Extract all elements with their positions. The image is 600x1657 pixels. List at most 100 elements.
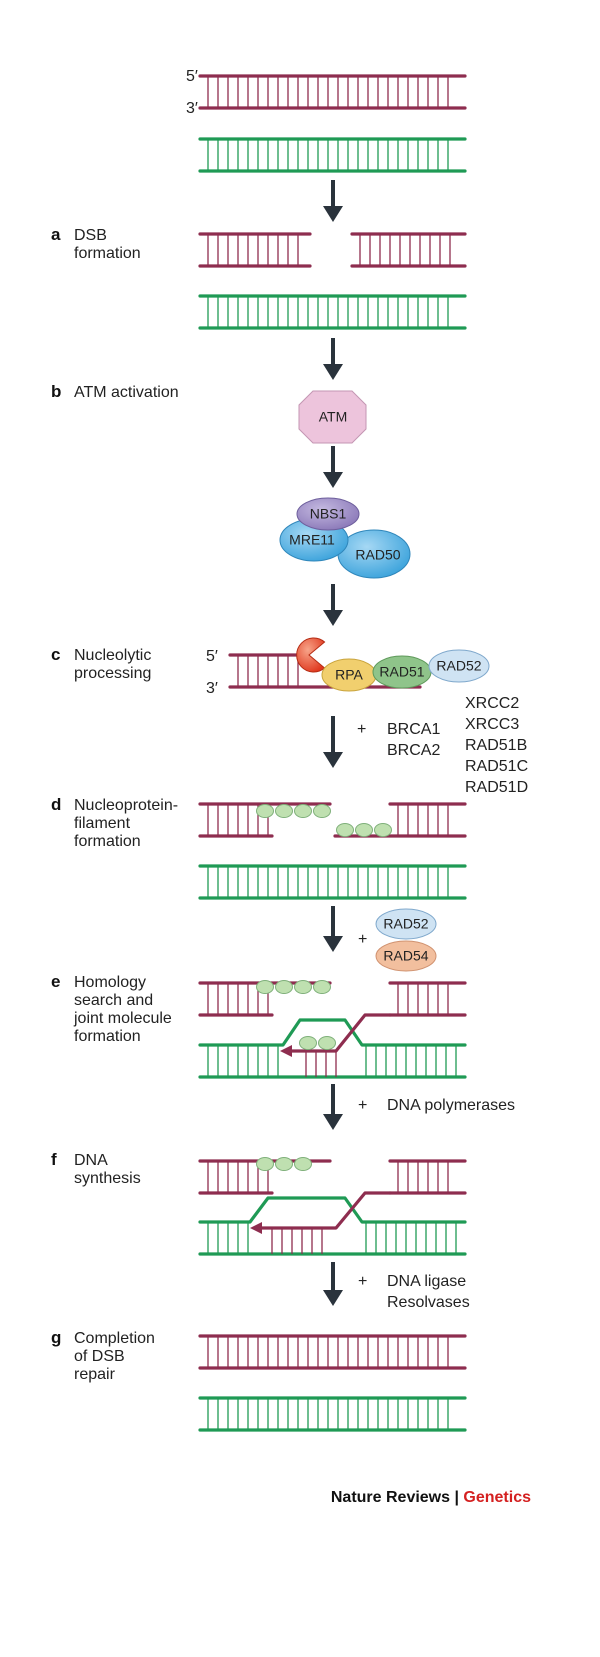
e-filament-sphere [294,980,312,994]
svg-text:d: d [51,795,61,814]
nbs1-protein [296,497,360,531]
arrow-to-c-head [323,610,343,626]
filament-layer [256,804,392,1171]
svg-text:g: g [51,1328,61,1347]
c-three-prime-label: 3′ [206,680,218,697]
rpa-protein: RPA [321,658,377,692]
paralog-rad51b: RAD51B [465,737,527,754]
svg-text:filament: filament [74,815,131,832]
svg-text:repair: repair [74,1366,116,1383]
svg-text:RPA: RPA [335,667,363,683]
svg-text:DNA: DNA [74,1152,108,1169]
e-filament-sphere [313,980,331,994]
svg-text:formation: formation [74,1028,141,1045]
e-filament-sphere [275,980,293,994]
e-invasion-arrowhead [280,1045,292,1057]
factor-dna-ligase: DNA ligase [387,1273,466,1290]
factor-dna-polymerases: DNA polymerases [387,1097,515,1114]
arrow-to-b-head [323,364,343,380]
f-filament-sphere [256,1157,274,1171]
f-filament-sphere [294,1157,312,1171]
svg-text:c: c [51,645,60,664]
arrow-to-f-head [323,1114,343,1130]
plus-sign-d: + [358,931,367,948]
e-filament-sphere [256,980,274,994]
d-filament-sphere [275,804,293,818]
paralog-rad51c: RAD51C [465,758,528,775]
svg-text:RAD52: RAD52 [383,916,428,932]
d-filament-sphere [355,823,373,837]
paralog-xrcc3: XRCC3 [465,716,519,733]
c-five-prime-label: 5′ [206,648,218,665]
plus-sign-f: + [358,1273,367,1290]
paralog-rad51d: RAD51D [465,779,528,796]
atm-protein: ATM [298,390,367,444]
e-filament-sphere [299,1036,317,1050]
svg-text:joint molecule: joint molecule [73,1010,172,1027]
svg-text:a: a [51,225,61,244]
rad51-protein: RAD51 [372,655,432,689]
three-prime-label: 3′ [186,100,198,117]
svg-text:NBS1: NBS1 [310,506,347,522]
nuclease-icon [296,637,326,673]
step-a-label: a DSB formation [51,225,141,262]
mrn-complex: RAD50 MRE11 NBS1 [279,497,411,579]
svg-text:synthesis: synthesis [74,1170,141,1187]
arrow-to-e-head [323,936,343,952]
factor-brca1: BRCA1 [387,721,440,738]
svg-text:processing: processing [74,665,151,682]
svg-text:ATM: ATM [319,409,348,425]
svg-text:Nucleoprotein-: Nucleoprotein- [74,797,178,814]
svg-text:formation: formation [74,245,141,262]
e-invading-strand [288,1013,392,1053]
f-displaced-strand [198,1196,467,1224]
step-e-label: e Homology search and joint molecule for… [51,972,172,1045]
journal-section: Genetics [463,1489,531,1506]
svg-text:Nucleolytic: Nucleolytic [74,647,151,664]
svg-text:e: e [51,972,60,991]
f-synthesis-arrowhead [250,1222,262,1234]
step-b-label: b ATM activation [51,382,179,401]
arrow-mrn-head [323,472,343,488]
svg-text:RAD51: RAD51 [379,664,424,680]
plus-sign-c: + [357,721,366,738]
arrow-to-g-head [323,1290,343,1306]
rad52-protein-e: RAD52 [375,908,437,940]
d-filament-sphere [374,823,392,837]
svg-text:of DSB: of DSB [74,1348,125,1365]
svg-text:ATM activation: ATM activation [74,384,179,401]
svg-text:Completion: Completion [74,1330,155,1347]
f-extended-strand [260,1191,392,1230]
d-filament-sphere [336,823,354,837]
plus-sign-e: + [358,1097,367,1114]
d-filament-sphere [256,804,274,818]
svg-text:MRE11: MRE11 [289,532,335,548]
arrow-to-a-head [323,206,343,222]
svg-text:b: b [51,382,61,401]
dna-layer [198,74,467,1432]
svg-text:RAD52: RAD52 [436,658,481,674]
paralog-xrcc2: XRCC2 [465,695,519,712]
svg-text:formation: formation [74,833,141,850]
step-c-label: c Nucleolytic processing [51,645,151,682]
factor-brca2: BRCA2 [387,742,440,759]
svg-text:f: f [51,1150,57,1169]
svg-text:DSB: DSB [74,227,107,244]
journal-credit: Nature Reviews | Genetics [331,1489,531,1506]
svg-text:search and: search and [74,992,153,1009]
factor-resolvases: Resolvases [387,1294,470,1311]
f-filament-sphere [275,1157,293,1171]
e-filament-sphere [318,1036,336,1050]
e-displaced-strand [198,1018,467,1047]
arrow-to-d-head [323,752,343,768]
rad52-protein: RAD52 [428,649,490,683]
svg-text:RAD50: RAD50 [355,547,400,563]
svg-text:RAD54: RAD54 [383,948,428,964]
step-d-label: d Nucleoprotein- filament formation [51,795,178,850]
arrow-layer [323,180,343,1306]
d-filament-sphere [313,804,331,818]
step-g-label: g Completion of DSB repair [51,1328,155,1383]
svg-text:Homology: Homology [74,974,146,991]
